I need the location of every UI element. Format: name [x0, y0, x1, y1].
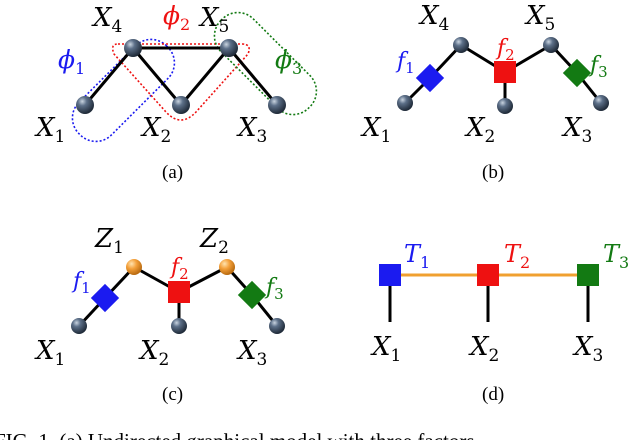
label-x5: X5	[198, 3, 229, 37]
label-c-z1: Z1	[94, 224, 124, 258]
factor-c-f2	[168, 281, 190, 303]
label-c-x1: X1	[34, 336, 65, 370]
phi3-region	[213, 11, 318, 116]
node-x2	[172, 96, 190, 114]
label-b-f3: f3	[588, 53, 608, 81]
label-d-t1: T1	[404, 240, 430, 272]
label-phi1: ϕ1	[58, 45, 85, 78]
label-b-f1: f1	[395, 49, 415, 77]
label-b-x4: X4	[418, 1, 449, 35]
panel-c: Z1 Z2 X1 X2 X3 f1 f2 f3 (c)	[34, 224, 285, 405]
tensor-t3	[577, 264, 599, 286]
edge-x4-x2	[131, 47, 183, 106]
label-c-x3: X3	[236, 336, 267, 370]
panel-d: T1 T2 T3 X1 X2 X3 (d)	[370, 240, 629, 405]
factor-b-f3	[562, 58, 592, 88]
node-b-x2	[497, 98, 513, 114]
node-b-x1	[397, 95, 413, 111]
label-x4: X4	[91, 3, 122, 37]
label-d-t3: T3	[603, 240, 629, 272]
label-c-f3: f3	[264, 275, 284, 303]
label-b-f2: f2	[495, 36, 515, 64]
node-b-x5	[543, 37, 559, 53]
label-c-z2: Z2	[199, 224, 229, 258]
label-c-f2: f2	[169, 255, 189, 283]
node-c-z2	[219, 259, 235, 275]
label-x1: X1	[34, 113, 65, 147]
label-c-x2: X2	[138, 336, 169, 370]
label-phi2: ϕ2	[163, 1, 190, 34]
caption-d: (d)	[482, 384, 504, 405]
node-c-x3	[269, 318, 285, 334]
edge-x5-x3	[227, 47, 279, 106]
caption-b: (b)	[482, 162, 504, 183]
phi2-region	[111, 43, 250, 121]
label-d-x2: X2	[468, 332, 499, 366]
label-d-x1: X1	[370, 332, 401, 366]
edge-x4-x1	[83, 47, 135, 106]
node-b-x3	[593, 95, 609, 111]
label-d-x3: X3	[572, 332, 603, 366]
node-x4	[124, 39, 142, 57]
label-x2: X2	[140, 113, 171, 147]
node-c-x1	[71, 318, 87, 334]
label-c-f1: f1	[71, 269, 91, 297]
label-b-x1: X1	[360, 113, 391, 147]
tensor-t2	[477, 264, 499, 286]
label-b-x2: X2	[464, 113, 495, 147]
label-phi3: ϕ3	[275, 45, 302, 78]
caption-c: (c)	[162, 384, 183, 405]
node-c-z1	[126, 259, 142, 275]
edge-x5-x2	[179, 47, 231, 106]
figure-caption-line: FIG. 1. (a) Undirected graphical model w…	[0, 429, 475, 440]
label-x3: X3	[236, 113, 267, 147]
label-b-x5: X5	[524, 1, 555, 35]
node-x3	[268, 96, 286, 114]
tensor-t1	[379, 264, 401, 286]
label-d-t2: T2	[504, 240, 530, 272]
node-x5	[220, 39, 238, 57]
panel-b: X4 X5 X1 X2 X3 f1 f2 f3 (b)	[360, 1, 609, 183]
node-x1	[76, 96, 94, 114]
factor-b-f2	[494, 61, 516, 83]
label-b-x3: X3	[561, 113, 592, 147]
node-b-x4	[453, 37, 469, 53]
caption-a: (a)	[162, 162, 183, 183]
node-c-x2	[171, 318, 187, 334]
panel-a: X4 X5 X1 X2 X3 ϕ1 ϕ2 ϕ3 (a)	[34, 1, 318, 183]
